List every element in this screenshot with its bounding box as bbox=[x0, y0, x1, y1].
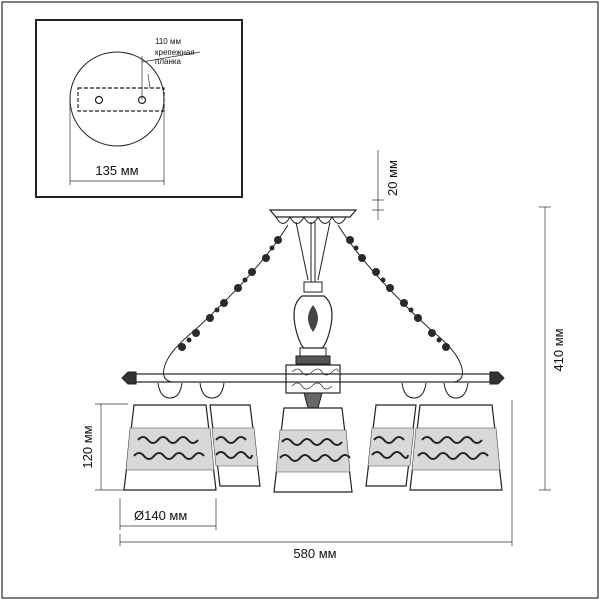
shade-5 bbox=[409, 382, 503, 491]
left-chain bbox=[163, 224, 289, 383]
shade-2 bbox=[199, 382, 261, 487]
leaf-ornament bbox=[308, 305, 318, 332]
shade-4 bbox=[365, 382, 427, 487]
label-bracket-2: планка bbox=[155, 57, 182, 66]
label-20: 20 мм bbox=[385, 160, 400, 196]
bracket-leader bbox=[147, 73, 151, 89]
label-140: Ø140 мм bbox=[134, 508, 187, 523]
center-vase bbox=[293, 281, 333, 365]
right-chain bbox=[337, 224, 463, 383]
label-bracket-1: крепежная bbox=[155, 48, 195, 57]
shade-3 bbox=[273, 392, 353, 493]
bracket-hole-left bbox=[94, 95, 104, 105]
center-hub bbox=[285, 364, 341, 394]
finial-left bbox=[121, 371, 137, 385]
label-120: 120 мм bbox=[80, 425, 95, 468]
mount-inset: 110 мм крепежная планка 135 мм bbox=[35, 19, 243, 198]
dimension-lines: 20 мм 410 мм 120 мм Ø140 мм 580 мм bbox=[80, 150, 566, 561]
canopy-circle bbox=[69, 51, 165, 147]
finial-right bbox=[489, 371, 505, 385]
label-580: 580 мм bbox=[293, 546, 336, 561]
label-110: 110 мм bbox=[155, 37, 181, 46]
shade-1 bbox=[123, 382, 217, 491]
horizontal-arm bbox=[135, 373, 491, 383]
label-410: 410 мм bbox=[551, 328, 566, 371]
inset-box bbox=[35, 19, 243, 198]
mounting-bracket bbox=[77, 87, 165, 112]
label-135: 135 мм bbox=[95, 163, 138, 178]
chandelier bbox=[121, 209, 505, 493]
canopy-top bbox=[268, 209, 358, 218]
dim-110-leader bbox=[141, 51, 201, 63]
